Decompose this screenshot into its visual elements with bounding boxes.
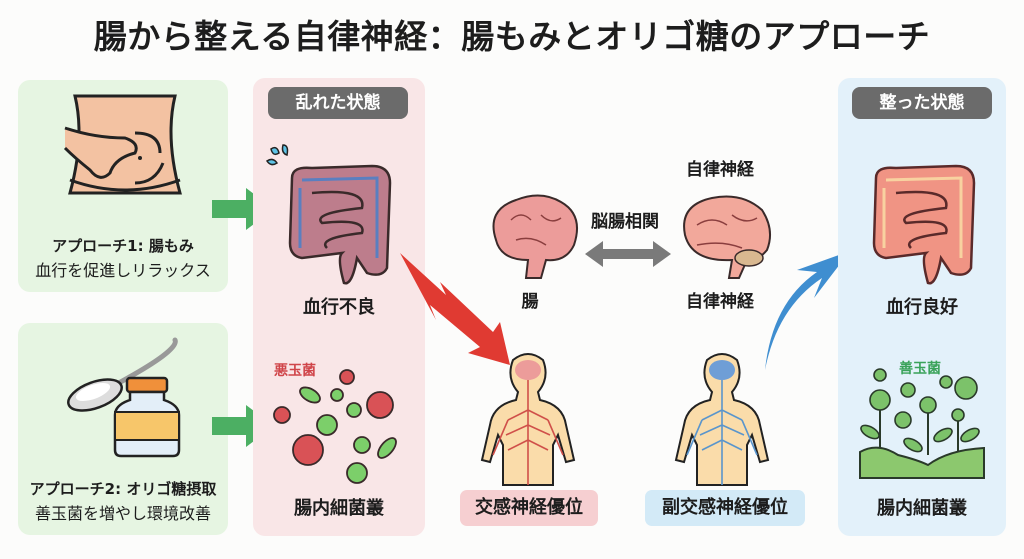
autonomic-nerve-label-bottom: 自律神経 [686, 292, 754, 312]
approach-2-desc: 善玉菌を増やし環境改善 [34, 504, 211, 523]
good-bacteria-tag: 善玉菌 [899, 361, 941, 377]
sympathetic-dominant-badge: 交感神経優位 [460, 490, 598, 526]
balanced-bacteria-label: 腸内細菌叢 [877, 498, 967, 519]
approach-2-title: アプローチ2: オリゴ糖摂取 [29, 480, 217, 498]
disordered-intestine-label: 血行不良 [303, 297, 375, 318]
approach-1-desc: 血行を促進しリラックス [35, 261, 211, 280]
autonomic-nerve-label-top: 自律神経 [686, 160, 754, 180]
parasympathetic-dominant-badge: 副交感神経優位 [645, 490, 805, 526]
page-title: 腸から整える自律神経：腸もみとオリゴ糖のアプローチ [93, 17, 931, 56]
unhealthy-intestine-icon [288, 164, 392, 285]
balanced-tag: 整った状態 [852, 87, 992, 119]
healthy-intestine-icon [872, 164, 976, 285]
red-lightning-arrow [400, 253, 510, 365]
disordered-bacteria-label: 腸内細菌叢 [294, 498, 384, 519]
good-bacteria-garden-icon [859, 368, 985, 479]
disordered-panel [253, 78, 425, 536]
sympathetic-body-icon [480, 353, 576, 486]
disordered-tag: 乱れた状態 [268, 87, 408, 119]
autonomic-brain-icon [683, 195, 772, 279]
parasympathetic-body-icon [674, 353, 770, 486]
gut-label: 腸 [521, 292, 539, 312]
approach-1-title: アプローチ1: 腸もみ [52, 237, 194, 255]
balanced-intestine-label: 血行良好 [886, 297, 958, 318]
gut-brain-axis-label: 脳腸相関 [591, 212, 659, 232]
bad-bacteria-tag: 悪玉菌 [274, 363, 316, 379]
sweat-drops-icon [265, 144, 289, 166]
gut-brain-icon [492, 194, 578, 279]
bad-bacteria-icon [273, 369, 397, 484]
bidirectional-arrow [585, 241, 671, 267]
abdominal-massage-icon [63, 94, 182, 195]
oligosaccharide-bottle-icon [67, 337, 181, 458]
